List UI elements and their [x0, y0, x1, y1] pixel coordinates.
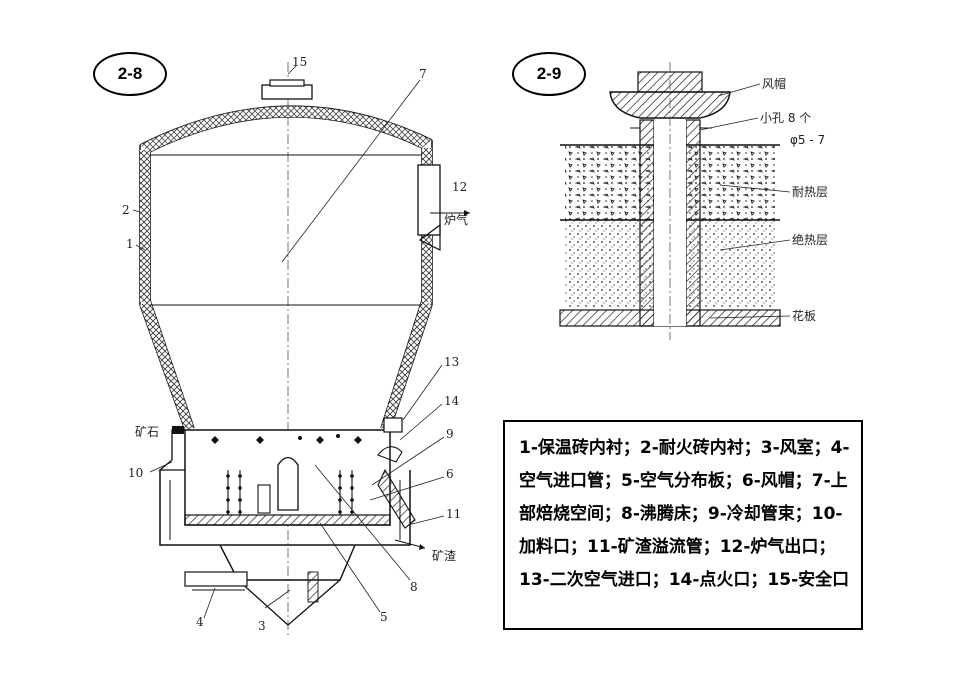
label-4: 4 — [196, 615, 204, 629]
label-9: 9 — [446, 427, 454, 441]
label-11: 11 — [446, 507, 461, 521]
label-15: 15 — [292, 55, 307, 69]
figure-badge-2-9: 2-9 — [512, 52, 586, 96]
label-12: 12 — [452, 180, 467, 194]
label-2: 2 — [122, 203, 130, 217]
label-5: 5 — [380, 610, 388, 624]
label-13: 13 — [444, 355, 459, 369]
ore-label: 矿石 — [135, 425, 159, 439]
gas-out-label: 炉气 — [444, 212, 468, 227]
figure-badge-2-8: 2-8 — [93, 52, 167, 96]
slag-label: 矿渣 — [432, 549, 456, 563]
label-14: 14 — [444, 394, 460, 408]
legend-box: 1-保温砖内衬；2-耐火砖内衬；3-风室；4-空气进口管；5-空气分布板；6-风… — [503, 420, 863, 630]
label-7: 7 — [419, 67, 427, 81]
label-10: 10 — [128, 466, 143, 480]
label-8: 8 — [410, 580, 418, 594]
label-3: 3 — [258, 619, 266, 633]
label-1: 1 — [126, 237, 134, 251]
label-6: 6 — [446, 467, 454, 481]
legend-text: 1-保温砖内衬；2-耐火砖内衬；3-风室；4-空气进口管；5-空气分布板；6-风… — [519, 438, 850, 590]
